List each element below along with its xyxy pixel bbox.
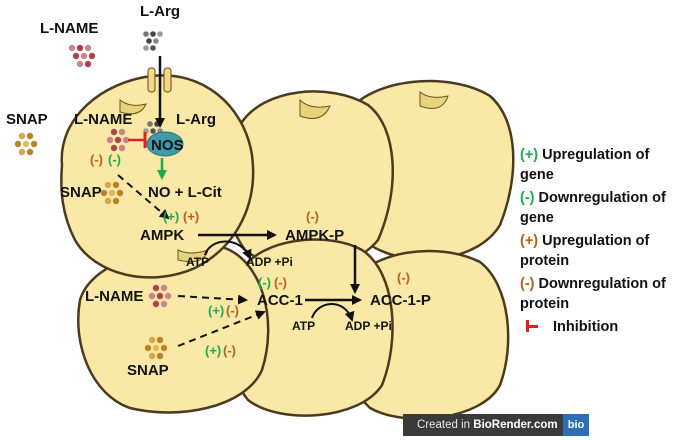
biorender-credit: Created in BioRender.com xyxy=(403,414,563,436)
mark-nos-minus-orange: (-) xyxy=(90,152,103,167)
label-lname-outside: L-NAME xyxy=(40,20,98,37)
label-larg-outside: L-Arg xyxy=(140,3,180,20)
label-acc1-p: ACC-1-P xyxy=(370,292,431,309)
arrow-snap-to-ampk xyxy=(117,174,170,220)
snap-lower-molecules-icon xyxy=(144,336,168,360)
nos-enzyme xyxy=(146,131,184,157)
arrow-snap-to-acc xyxy=(177,310,266,347)
credit-brand: BioRender.com xyxy=(473,419,558,431)
label-nos: NOS xyxy=(151,137,184,154)
mark-lname-plus-green: (+) xyxy=(208,303,224,318)
legend-up-gene-symbol: (+) xyxy=(520,147,539,163)
legend-inhibition-text: Inhibition xyxy=(553,319,619,335)
legend-up-gene: (+) Upregulation of gene xyxy=(520,145,680,185)
mark-lname-minus-orange: (-) xyxy=(226,303,239,318)
legend-up-gene-text: Upregulation of gene xyxy=(520,147,650,183)
legend-down-protein-symbol: (-) xyxy=(520,276,535,292)
mark-accp-minus-orange: (-) xyxy=(397,270,410,285)
lname-inside-molecules-icon xyxy=(106,128,130,152)
label-adp-pi-1: ADP +Pi xyxy=(246,255,293,269)
mark-ampk-plus-orange: (+) xyxy=(183,209,199,224)
mark-acc-minus-orange: (-) xyxy=(274,275,287,290)
label-snap-inside: SNAP xyxy=(60,184,102,201)
biorender-badge: bio xyxy=(563,414,589,436)
membrane-channel xyxy=(147,67,172,93)
arrow-atp-adp-1 xyxy=(204,240,252,260)
legend-up-protein-text: Upregulation of protein xyxy=(520,233,650,269)
label-atp-1: ATP xyxy=(186,255,209,269)
snap-outside-molecules-icon xyxy=(14,132,38,156)
mark-nos-minus-green: (-) xyxy=(108,152,121,167)
label-lname-inside: L-NAME xyxy=(74,111,132,128)
legend: (+) Upregulation of gene (-) Downregulat… xyxy=(520,145,680,340)
label-snap-outside: SNAP xyxy=(6,111,48,128)
arrows xyxy=(117,56,362,347)
mark-acc-minus-green: (-) xyxy=(258,275,271,290)
lname-lower-molecules-icon xyxy=(148,284,172,308)
inhibition-icon xyxy=(526,320,541,332)
legend-up-protein-symbol: (+) xyxy=(520,233,539,249)
cell-nuclei xyxy=(119,90,449,263)
label-larg-inside: L-Arg xyxy=(176,111,216,128)
label-lname-lower: L-NAME xyxy=(85,288,143,305)
larg-outside-molecules-icon xyxy=(143,31,163,51)
label-no-lcit: NO + L-Cit xyxy=(148,184,222,201)
cell-main xyxy=(60,74,255,279)
mark-snap-plus-green: (+) xyxy=(205,343,221,358)
lname-outside-molecules-icon xyxy=(68,44,96,68)
snap-inside-molecules-icon xyxy=(100,181,124,205)
label-ampk: AMPK xyxy=(140,227,184,244)
inhibition-lname-nos xyxy=(128,132,147,148)
mark-ampkp-minus-orange: (-) xyxy=(306,209,319,224)
credit-prefix: Created in xyxy=(417,419,471,431)
mark-ampk-plus-green: (+) xyxy=(163,209,179,224)
arrow-atp-adp-2 xyxy=(311,303,355,322)
legend-down-gene-symbol: (-) xyxy=(520,190,535,206)
label-ampk-p: AMPK-P xyxy=(285,227,344,244)
label-adp-pi-2: ADP +Pi xyxy=(345,319,392,333)
legend-up-protein: (+) Upregulation of protein xyxy=(520,231,680,271)
legend-inhibition: Inhibition xyxy=(520,317,680,337)
label-atp-2: ATP xyxy=(292,319,315,333)
legend-down-gene-text: Downregulation of gene xyxy=(520,190,666,226)
legend-down-protein-text: Downregulation of protein xyxy=(520,276,666,312)
label-acc1: ACC-1 xyxy=(257,292,303,309)
mark-snap-minus-orange: (-) xyxy=(223,343,236,358)
legend-down-gene: (-) Downregulation of gene xyxy=(520,188,680,228)
legend-down-protein: (-) Downregulation of protein xyxy=(520,274,680,314)
label-snap-lower: SNAP xyxy=(127,362,169,379)
